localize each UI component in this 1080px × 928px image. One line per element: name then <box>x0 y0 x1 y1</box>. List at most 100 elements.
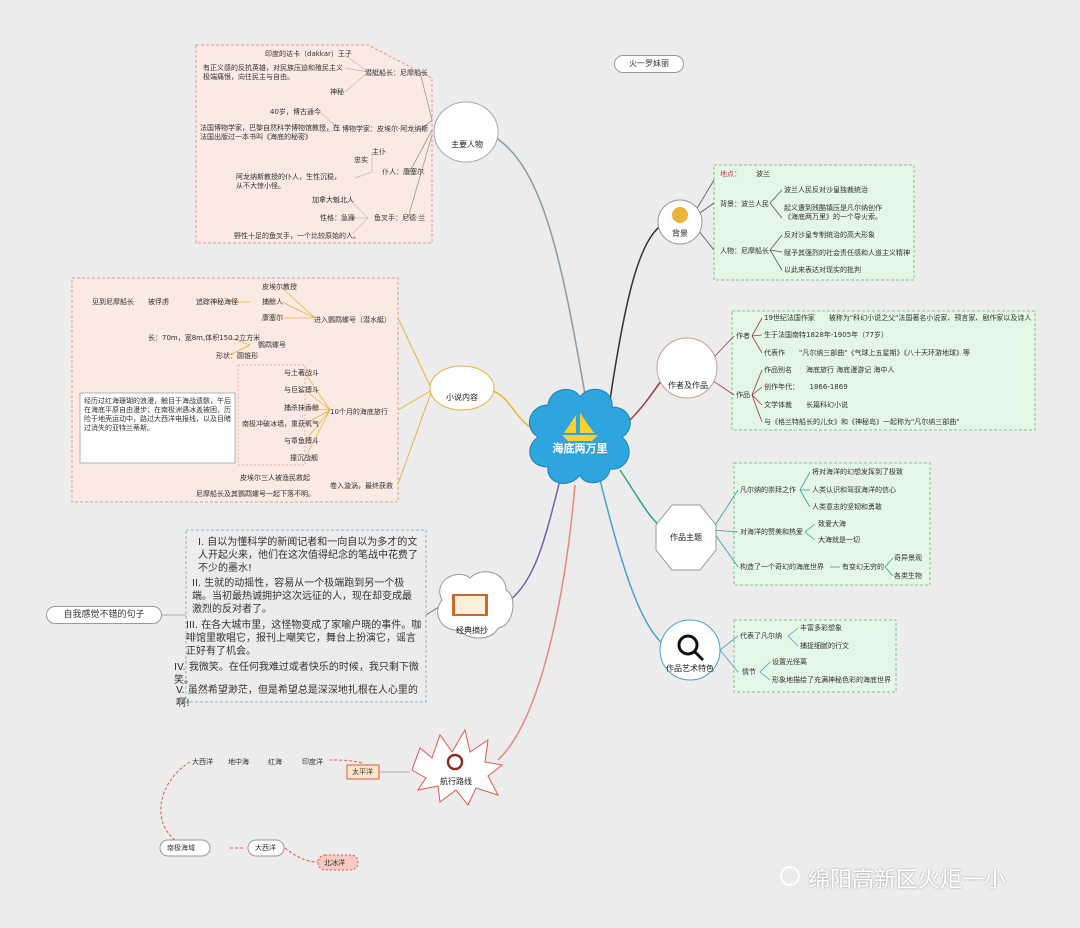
quotes-label[interactable]: 经典摘抄 <box>456 626 488 635</box>
story-event-3: 捕杀抹香鲸 <box>284 404 319 412</box>
theme-k1-line-3: 人类意志的坚韧和勇敢 <box>812 503 882 511</box>
prof-line-1: 40岁，博古通今 <box>270 108 321 116</box>
characters-region <box>195 44 433 244</box>
route-pacific: 太平洋 <box>352 768 373 776</box>
art-k2-line-2: 形象地描绘了充满神秘色彩的海底世界 <box>772 676 891 684</box>
captain-line-2: 有正义感的反抗英雄，对民族压迫和殖民主义极端痛恨，向往民主与自由。 <box>203 64 343 81</box>
story-left-long: 经历过红海珊瑚的浪漫，触目于海战遗骸，午后在海底平原自由漫步；在南极洲遇冰盖被困… <box>84 397 231 432</box>
story-left-note: 见到尼摩船长 被俘虏 <box>92 298 169 306</box>
author-line-1: 19世纪法国作家 被称为"科幻小说之父"法国著名小说家、预言家、剧作家以及诗人 <box>764 314 1032 322</box>
wechat-icon <box>780 866 800 886</box>
center-title[interactable]: 海底两万里 <box>552 442 608 455</box>
art-label[interactable]: 作品艺术特色 <box>666 664 714 673</box>
work-line-2: 创作年代： 1866-1869 <box>764 383 848 391</box>
pacific-box <box>346 764 380 780</box>
story-enter: 进入鹦鹉螺号（潜水艇） <box>314 316 391 324</box>
bg-line-2: 起义遭到残酷镇压是凡尔纳创作《海底两万里》的一个导火索。 <box>784 204 882 221</box>
author-key: 作者 <box>736 332 750 340</box>
person-line-1: 反对沙皇专制统治的高大形象 <box>784 231 875 239</box>
prof-line-2: 法国博物学家，巴黎自然科学博物馆教授，在法国出版过一本书叫《海底的秘密》 <box>200 124 340 141</box>
story-event-2: 与巨鲨搏斗 <box>284 386 319 394</box>
captain-line-1: 印度的达卡（dakkar）王子 <box>265 50 352 58</box>
person-line-2: 赋予其强烈的社会责任感和人道主义精神 <box>784 249 910 257</box>
theme-k3-mid: 有变幻无穷的 <box>842 563 884 571</box>
characters-label[interactable]: 主要人物 <box>451 140 483 149</box>
quote-2: II. 生就的动摇性，容易从一个极端跑到另一个极端。当初最热诚拥护这次远征的人，… <box>192 578 412 615</box>
theme-k1-line-1: 将对海洋的幻想发挥到了极致 <box>812 468 903 476</box>
captain-label: 潜艇船长：尼摩船长 <box>365 69 428 77</box>
theme-k2-line-2: 大海就是一切 <box>818 536 860 544</box>
theme-k2-line-1: 致爱大海 <box>818 520 846 528</box>
route-chain-2: 地中海 <box>228 758 249 766</box>
work-line-3: 文学体裁 长篇科幻小说 <box>764 401 848 409</box>
characters-node <box>433 101 499 163</box>
route-south: 南极海域 <box>167 844 195 852</box>
place-val: 波兰 <box>756 170 770 178</box>
branch-route <box>497 484 576 761</box>
place-key: 地点： <box>720 170 741 178</box>
story-chase: 追踪神秘海怪 <box>196 298 238 306</box>
story-end-1: 皮埃尔三人被渔民救起 <box>240 474 310 482</box>
sun-icon <box>672 207 688 223</box>
story-size: 长：70m，宽8m,体积150.2立方米 <box>148 334 261 342</box>
art-k2: 情节 <box>742 668 756 676</box>
art-node <box>659 619 721 681</box>
art-k1: 代表了凡尔纳 <box>740 632 782 640</box>
route-chain-1: 大西洋 <box>192 758 213 766</box>
quote-5: V. 虽然希望渺茫，但是希望总是深深地扎根在人心里的啊! <box>176 685 418 709</box>
corner-tag: 火一罗妹丽 <box>614 55 684 73</box>
branch-story <box>489 389 536 431</box>
route-chain-4: 印度洋 <box>302 758 323 766</box>
theme-k1-line-2: 人类认识和驾驭海洋的信心 <box>812 486 896 494</box>
harpoon-label: 鱼叉手：尼德·兰 <box>374 214 426 222</box>
arctic-box <box>317 854 359 871</box>
harpoon-line-2: 性格：急躁 <box>320 214 355 222</box>
author-line-3: 代表作 "凡尔纳三部曲"《气球上五星期》《八十天环游地球》等 <box>764 349 970 357</box>
theme-k3-line-1: 奇异景观 <box>894 554 922 562</box>
theme-k1: 凡尔纳的崇拜之作 <box>740 486 796 494</box>
story-event-1: 与土著战斗 <box>284 369 319 377</box>
sailboat-icon <box>562 413 598 441</box>
theme-k2: 对海洋的赞美和热爱 <box>740 528 803 536</box>
art-k2-line-1: 设置光怪离 <box>772 658 807 666</box>
author-line-2: 生于法国南特1828年-1905年（77岁） <box>764 331 889 339</box>
center-node <box>528 388 631 484</box>
story-region <box>71 277 399 503</box>
art-region <box>733 619 897 693</box>
story-event-4: 南极冲破冰墙，重获氧气 <box>242 420 319 428</box>
theme-k3-line-2: 各类生物 <box>894 572 922 580</box>
person-line-3: 以此来表达对现实的批判 <box>784 266 861 274</box>
theme-k3: 构造了一个奇幻的海底世界 <box>740 563 824 571</box>
story-end-2: 尼摩船长及其鹦鹉螺号一起下落不明。 <box>196 490 315 498</box>
servant-line-1: 忠实 <box>354 156 368 164</box>
background-label[interactable]: 背景 <box>672 229 688 238</box>
branch-characters <box>479 129 587 401</box>
theme-node <box>655 504 717 571</box>
route-arctic: 北冰洋 <box>324 859 345 867</box>
art-k1-line-2: 捕捉细腻的行文 <box>800 642 849 650</box>
theme-label[interactable]: 作品主题 <box>670 533 702 542</box>
harpoon-line-3: 野性十足的鱼叉手，一个比较原始的人。 <box>234 232 360 240</box>
route-label[interactable]: 航行路线 <box>440 777 472 786</box>
background-region <box>713 164 915 281</box>
prof-label: 博物学家：皮埃尔·阿龙纳斯 <box>342 125 429 133</box>
story-label[interactable]: 小说内容 <box>446 393 478 402</box>
story-event-5: 与章鱼搏斗 <box>284 437 319 445</box>
author-label[interactable]: 作者及作品 <box>668 381 708 390</box>
story-event-6: 撞沉战舰 <box>290 454 318 462</box>
quotes-side: 自我感觉不错的句子 <box>46 606 162 624</box>
story-long-box <box>79 392 236 464</box>
south-box <box>159 839 211 857</box>
harpoon-line-1: 加拿大魁北人 <box>312 196 354 204</box>
story-node <box>429 365 495 411</box>
servant-line-2: 阿龙纳斯教授的仆人，生性沉稳，从不大惊小怪。 <box>236 173 341 190</box>
bg-key: 背景：波兰人民 <box>720 200 769 208</box>
story-person-2: 捕鲸人 <box>262 298 283 306</box>
quote-4: IV. 我微笑。在任何我难过或者快乐的时候，我只剩下微笑。 <box>174 662 419 686</box>
quote-3: III. 在各大城市里，这怪物变成了家喻户晓的事件。咖啡馆里歌唱它，报刊上嘲笑它… <box>186 620 422 657</box>
author-region <box>731 310 1036 431</box>
quotes-region <box>185 529 427 703</box>
story-shape: 形状：圆锥形 <box>216 352 258 360</box>
